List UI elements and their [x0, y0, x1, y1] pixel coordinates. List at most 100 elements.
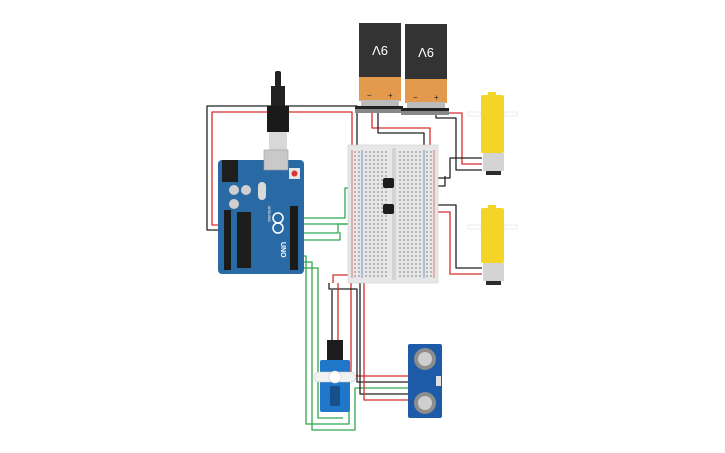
breadboard-hole: [419, 243, 421, 245]
breadboard-hole: [358, 211, 360, 213]
breadboard-hole: [415, 239, 417, 241]
wire-black[interactable]: [435, 113, 482, 171]
breadboard-hole: [407, 199, 409, 201]
wire-green[interactable]: [301, 232, 341, 241]
breadboard-hole: [377, 151, 379, 153]
breadboard-hole: [369, 243, 371, 245]
breadboard-hole: [377, 207, 379, 209]
breadboard-hole: [407, 179, 409, 181]
dc-motor[interactable]: [467, 205, 518, 285]
breadboard-hole: [381, 243, 383, 245]
breadboard-hole: [403, 251, 405, 253]
breadboard-hole: [365, 195, 367, 197]
wire-red[interactable]: [211, 111, 353, 226]
breadboard-hole: [399, 271, 401, 273]
breadboard-hole: [399, 267, 401, 269]
breadboard-hole: [403, 171, 405, 173]
breadboard-hole: [415, 187, 417, 189]
wire-black[interactable]: [377, 112, 425, 150]
breadboard-hole: [399, 171, 401, 173]
breadboard-hole: [377, 263, 379, 265]
breadboard-hole: [365, 211, 367, 213]
ultrasonic-sensor[interactable]: [408, 344, 442, 418]
breadboard-hole: [415, 255, 417, 257]
breadboard-hole: [399, 179, 401, 181]
breadboard-hole: [373, 191, 375, 193]
breadboard-hole: [354, 207, 356, 209]
breadboard-hole: [407, 163, 409, 165]
battery-9v[interactable]: 9V − +: [355, 23, 403, 113]
breadboard-hole: [381, 275, 383, 277]
breadboard-hole: [381, 211, 383, 213]
breadboard-hole: [419, 171, 421, 173]
transistor[interactable]: [383, 204, 394, 214]
battery-minus: −: [413, 93, 418, 102]
breadboard-hole: [430, 203, 432, 205]
dc-motor[interactable]: [467, 92, 518, 175]
breadboard-hole: [369, 183, 371, 185]
breadboard-hole: [411, 227, 413, 229]
breadboard-hole: [426, 247, 428, 249]
breadboard-hole: [373, 211, 375, 213]
breadboard-hole: [403, 203, 405, 205]
breadboard-hole: [430, 239, 432, 241]
breadboard-hole: [381, 199, 383, 201]
battery-9v[interactable]: 9V − +: [401, 24, 449, 115]
wire-black[interactable]: [328, 283, 408, 383]
wire-green[interactable]: [300, 261, 408, 431]
breadboard-hole: [415, 235, 417, 237]
breadboard-hole: [358, 235, 360, 237]
breadboard-hole: [373, 159, 375, 161]
breadboard-hole: [430, 243, 432, 245]
breadboard-hole: [419, 159, 421, 161]
transistor[interactable]: [383, 178, 394, 188]
breadboard-hole: [426, 187, 428, 189]
breadboard-hole: [358, 219, 360, 221]
wire-red[interactable]: [363, 283, 408, 401]
breadboard-hole: [430, 151, 432, 153]
breadboard-hole: [426, 239, 428, 241]
breadboard-hole: [403, 271, 405, 273]
breadboard-hole: [358, 167, 360, 169]
breadboard-hole: [430, 207, 432, 209]
breadboard-hole: [354, 263, 356, 265]
wire-green[interactable]: [300, 267, 343, 419]
breadboard-hole: [365, 187, 367, 189]
breadboard-hole: [407, 267, 409, 269]
breadboard-hole: [358, 275, 360, 277]
breadboard[interactable]: [347, 144, 439, 284]
wire-red[interactable]: [371, 112, 431, 150]
breadboard-hole: [411, 223, 413, 225]
usb-cable[interactable]: [267, 71, 289, 152]
breadboard-hole: [419, 219, 421, 221]
breadboard-hole: [365, 267, 367, 269]
breadboard-hole: [407, 195, 409, 197]
breadboard-hole: [430, 255, 432, 257]
breadboard-hole: [354, 271, 356, 273]
wire-black[interactable]: [359, 283, 408, 395]
breadboard-hole: [358, 263, 360, 265]
wire-black[interactable]: [206, 105, 358, 231]
breadboard-hole: [399, 167, 401, 169]
breadboard-hole: [358, 259, 360, 261]
breadboard-hole: [411, 179, 413, 181]
breadboard-hole: [419, 215, 421, 217]
breadboard-hole: [419, 267, 421, 269]
breadboard-hole: [430, 267, 432, 269]
breadboard-hole: [354, 251, 356, 253]
breadboard-hole: [411, 239, 413, 241]
breadboard-hole: [373, 275, 375, 277]
breadboard-hole: [381, 255, 383, 257]
breadboard-hole: [399, 203, 401, 205]
arduino-uno[interactable]: UNO ARDUINO: [218, 149, 304, 274]
breadboard-hole: [430, 195, 432, 197]
breadboard-hole: [403, 247, 405, 249]
breadboard-hole: [365, 159, 367, 161]
breadboard-hole: [415, 247, 417, 249]
breadboard-hole: [373, 187, 375, 189]
breadboard-hole: [430, 247, 432, 249]
breadboard-hole: [407, 271, 409, 273]
servo-motor[interactable]: [313, 340, 357, 412]
breadboard-hole: [430, 211, 432, 213]
breadboard-hole: [365, 251, 367, 253]
